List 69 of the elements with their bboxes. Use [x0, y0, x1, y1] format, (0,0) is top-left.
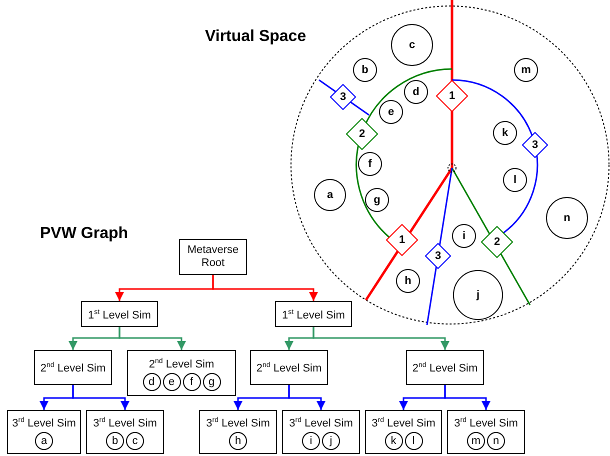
box-label: 3$^{rd}$ Level Sim [454, 416, 518, 430]
object-circle: j [322, 432, 340, 450]
sim-box [34, 350, 112, 385]
object-circle: k [493, 121, 517, 145]
object-circle: m [467, 432, 485, 450]
region-diamond: 3 [330, 84, 356, 110]
object-circle: e [379, 100, 403, 124]
arrow [118, 327, 186, 350]
box-label: 2$^{nd}$ Level Sim [412, 360, 478, 376]
object-circle: f [358, 152, 382, 176]
region-diamond: 2 [346, 118, 378, 150]
object-circle: l [404, 432, 422, 450]
object-circle: n [546, 197, 588, 239]
object-circle: c [391, 24, 433, 66]
object-circle: g [202, 373, 220, 392]
sim-box [127, 350, 236, 396]
object-circle: b [353, 58, 377, 82]
box-label: Metaverse Root [186, 244, 240, 270]
box-label: 2$^{nd}$ Level Sim [40, 360, 106, 376]
object-circle: j [453, 270, 503, 320]
region-diamond: 2 [481, 226, 513, 258]
box-label: 3$^{rd}$ Level Sim [93, 416, 157, 430]
arrow [72, 385, 130, 410]
sim-box [7, 410, 81, 454]
sim-box [86, 410, 164, 454]
region-diamond: 3 [522, 132, 548, 158]
object-circle: m [514, 58, 538, 82]
box-label: 2$^{nd}$ Level Sim [148, 356, 214, 372]
object-circle: a [35, 432, 53, 450]
arrow [444, 385, 490, 410]
sim-box [179, 239, 247, 275]
sim-box [447, 410, 525, 454]
object-circle: d [404, 80, 428, 104]
sim-box [275, 301, 352, 327]
object-circle: n [487, 432, 505, 450]
region-diamond: 3 [425, 243, 451, 269]
object-circle: g [365, 188, 389, 212]
object-circle: h [396, 269, 420, 293]
region-diamond: 1 [386, 224, 418, 256]
heading: PVW Graph [40, 225, 128, 243]
sim-box [406, 350, 484, 385]
object-circle: e [162, 373, 180, 392]
box-label: 3$^{rd}$ Level Sim [289, 416, 353, 430]
region-diamond: 1 [436, 80, 468, 112]
heading: Virtual Space [205, 28, 306, 46]
object-circle: d [142, 373, 160, 392]
object-circle: b [106, 432, 124, 450]
box-label: 1$^{st}$ Level Sim [282, 308, 345, 322]
object-circle: c [126, 432, 144, 450]
object-circle: k [384, 432, 402, 450]
box-label: 3$^{rd}$ Level Sim [372, 416, 436, 430]
object-circle: a [314, 179, 346, 211]
object-circle: i [302, 432, 320, 450]
arrow [212, 275, 318, 301]
sim-box [365, 410, 442, 454]
sim-box [282, 410, 360, 454]
box-label: 3$^{rd}$ Level Sim [206, 416, 270, 430]
object-circle: i [452, 224, 476, 248]
object-circle: f [182, 373, 200, 392]
box-label: 1$^{st}$ Level Sim [88, 308, 151, 322]
object-circle: l [503, 168, 527, 192]
arrow [288, 385, 326, 410]
sim-box [199, 410, 277, 454]
object-circle: h [229, 432, 247, 450]
box-label: 2$^{nd}$ Level Sim [256, 360, 322, 376]
sim-box [250, 350, 328, 385]
box-label: 3$^{rd}$ Level Sim [12, 416, 76, 430]
sim-box [81, 301, 158, 327]
arrow [312, 327, 450, 350]
